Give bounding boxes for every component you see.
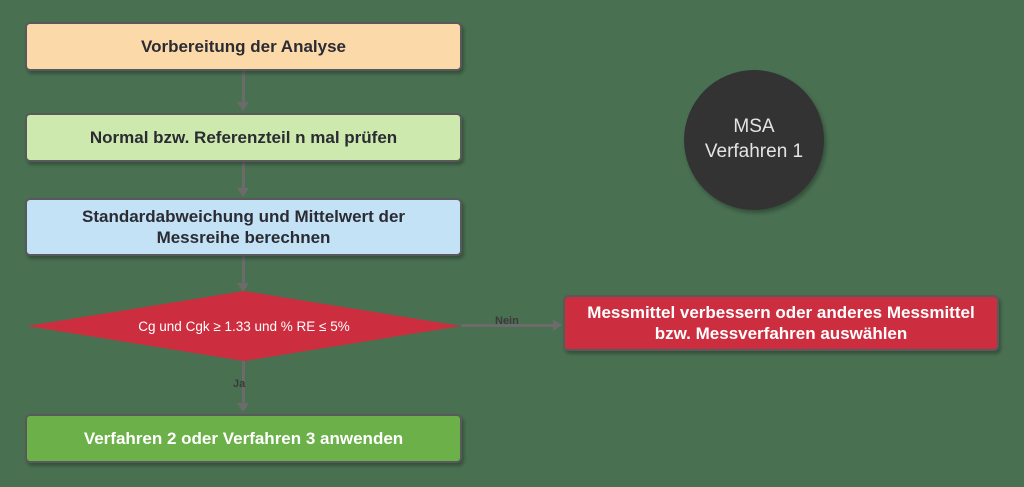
arrowhead-down-icon bbox=[237, 188, 249, 197]
arrowhead-right-icon bbox=[553, 319, 562, 331]
node-verfahren-2-oder-3-anwenden[interactable]: Verfahren 2 oder Verfahren 3 anwenden bbox=[25, 414, 462, 463]
node-normal-referenzteil-pruefen[interactable]: Normal bzw. Referenzteil n mal prüfen bbox=[25, 113, 462, 162]
arrowhead-down-icon bbox=[237, 403, 249, 412]
title-circle-line-2: Verfahren 1 bbox=[704, 141, 804, 162]
decision-label: Cg und Cgk ≥ 1.33 und % RE ≤ 5% bbox=[138, 318, 350, 334]
connector-line bbox=[242, 162, 245, 190]
connector-line bbox=[461, 324, 555, 327]
edge-label-nein: Nein bbox=[495, 315, 519, 327]
edge-label-ja: Ja bbox=[233, 378, 246, 390]
node-decision-cg-cgk[interactable]: Cg und Cgk ≥ 1.33 und % RE ≤ 5% bbox=[27, 291, 461, 361]
connector-line bbox=[242, 360, 245, 405]
arrowhead-down-icon bbox=[237, 283, 249, 292]
connector-line bbox=[242, 256, 245, 285]
node-messmittel-verbessern[interactable]: Messmittel verbessern oder anderes Messm… bbox=[563, 295, 999, 351]
arrowhead-down-icon bbox=[237, 102, 249, 111]
node-vorbereitung-der-analyse[interactable]: Vorbereitung der Analyse bbox=[25, 22, 462, 71]
connector-line bbox=[242, 71, 245, 104]
node-standardabweichung-mittelwert-berechnen[interactable]: Standardabweichung und Mittelwert der Me… bbox=[25, 198, 462, 256]
title-circle-line-1: MSA bbox=[733, 116, 775, 138]
title-circle-msa-verfahren-1: MSA Verfahren 1 bbox=[684, 70, 824, 210]
